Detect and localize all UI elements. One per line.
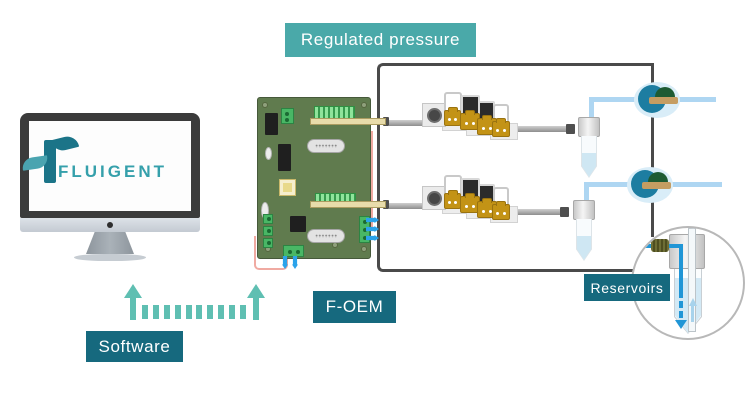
software-label: Software [86, 331, 183, 362]
reservoir-tube-1 [578, 117, 600, 179]
monitor-screen [29, 121, 191, 211]
up-arrow-left-shaft [130, 297, 136, 320]
reservoir-tube-2 [573, 200, 595, 262]
fluigent-logo-icon [44, 140, 56, 183]
monitor-stand [86, 232, 134, 254]
pneumatic-tube-2b [514, 209, 562, 215]
pneumatic-tube-1a [389, 120, 422, 126]
capacitor [265, 147, 272, 160]
dashed-signal-icon [142, 305, 246, 319]
screw-icon [361, 102, 367, 108]
terminal-block [283, 245, 304, 257]
pressure-line-vertical [651, 63, 654, 237]
regulator-knob-icon [427, 191, 442, 206]
tube-fitting [560, 207, 569, 217]
foem-text: F-OEM [325, 297, 384, 316]
software-text: Software [98, 336, 171, 356]
pneumatic-tube-2a [389, 203, 422, 209]
up-arrow-right-icon [247, 284, 265, 298]
pressure-inlet-line [679, 244, 683, 298]
reservoirs-label: Reservoirs [584, 274, 670, 301]
monitor-base [74, 254, 146, 261]
reservoir-cap [669, 234, 705, 269]
pin-arrow-icon [282, 256, 288, 269]
valve-port-block [460, 113, 480, 130]
regulated-pressure-label: Regulated pressure [285, 23, 476, 57]
db15-connector [307, 229, 345, 243]
reservoir-detail-circle [631, 226, 745, 340]
monitor-camera-dot [107, 222, 113, 228]
liquid-tube-1 [589, 97, 594, 121]
board-wire-right [371, 131, 373, 227]
ic-chip [265, 113, 278, 135]
flow-unit-2-icon [627, 167, 673, 203]
component-yellow [279, 179, 296, 196]
tube-fitting [383, 200, 389, 209]
valve-port-block [492, 204, 510, 220]
up-arrow-right-shaft [253, 297, 259, 320]
flow-unit-1-icon [634, 82, 680, 118]
terminal-block [263, 238, 273, 248]
pneumatic-tube-1b [514, 126, 568, 132]
pin-arrow-icon [366, 226, 379, 232]
inlet-fitting [651, 239, 669, 252]
screw-icon [361, 246, 367, 252]
terminal-block [281, 108, 294, 124]
pressure-loop-line [377, 63, 654, 272]
pneumatic-rail-1 [310, 118, 386, 125]
valve-manifold-2 [422, 175, 518, 223]
down-flow-arrowhead [675, 320, 687, 329]
liquid-tube-2 [584, 182, 589, 203]
valve-port-block [492, 121, 510, 137]
pin-arrow-icon [366, 235, 379, 241]
valve-port-block [444, 193, 461, 209]
up-flow-arrowhead [689, 298, 697, 306]
up-flow-arrow-icon [691, 306, 694, 322]
dip-chip [278, 144, 291, 171]
up-arrow-left-icon [124, 284, 142, 298]
valve-port-block [444, 110, 461, 126]
screw-icon [262, 102, 268, 108]
regulator-knob-icon [427, 108, 442, 123]
fluigent-logo-text: FLUIGENT [58, 162, 167, 181]
regulated-pressure-text: Regulated pressure [300, 30, 461, 49]
pneumatic-rail-2 [310, 201, 386, 208]
pin-arrow-icon [366, 217, 379, 223]
db15-connector [307, 139, 345, 153]
ic-chip [290, 216, 306, 232]
down-flow-dash [679, 311, 683, 318]
reservoirs-text: Reservoirs [590, 279, 664, 296]
pin-arrow-icon [292, 256, 298, 269]
dip-tube [688, 228, 696, 332]
tube-fitting [383, 117, 389, 126]
foem-label: F-OEM [313, 291, 396, 323]
terminal-block [263, 226, 273, 236]
tube-fitting [566, 124, 575, 134]
terminal-block [263, 214, 273, 224]
down-flow-dash [679, 301, 683, 308]
valve-manifold-1 [422, 92, 518, 140]
